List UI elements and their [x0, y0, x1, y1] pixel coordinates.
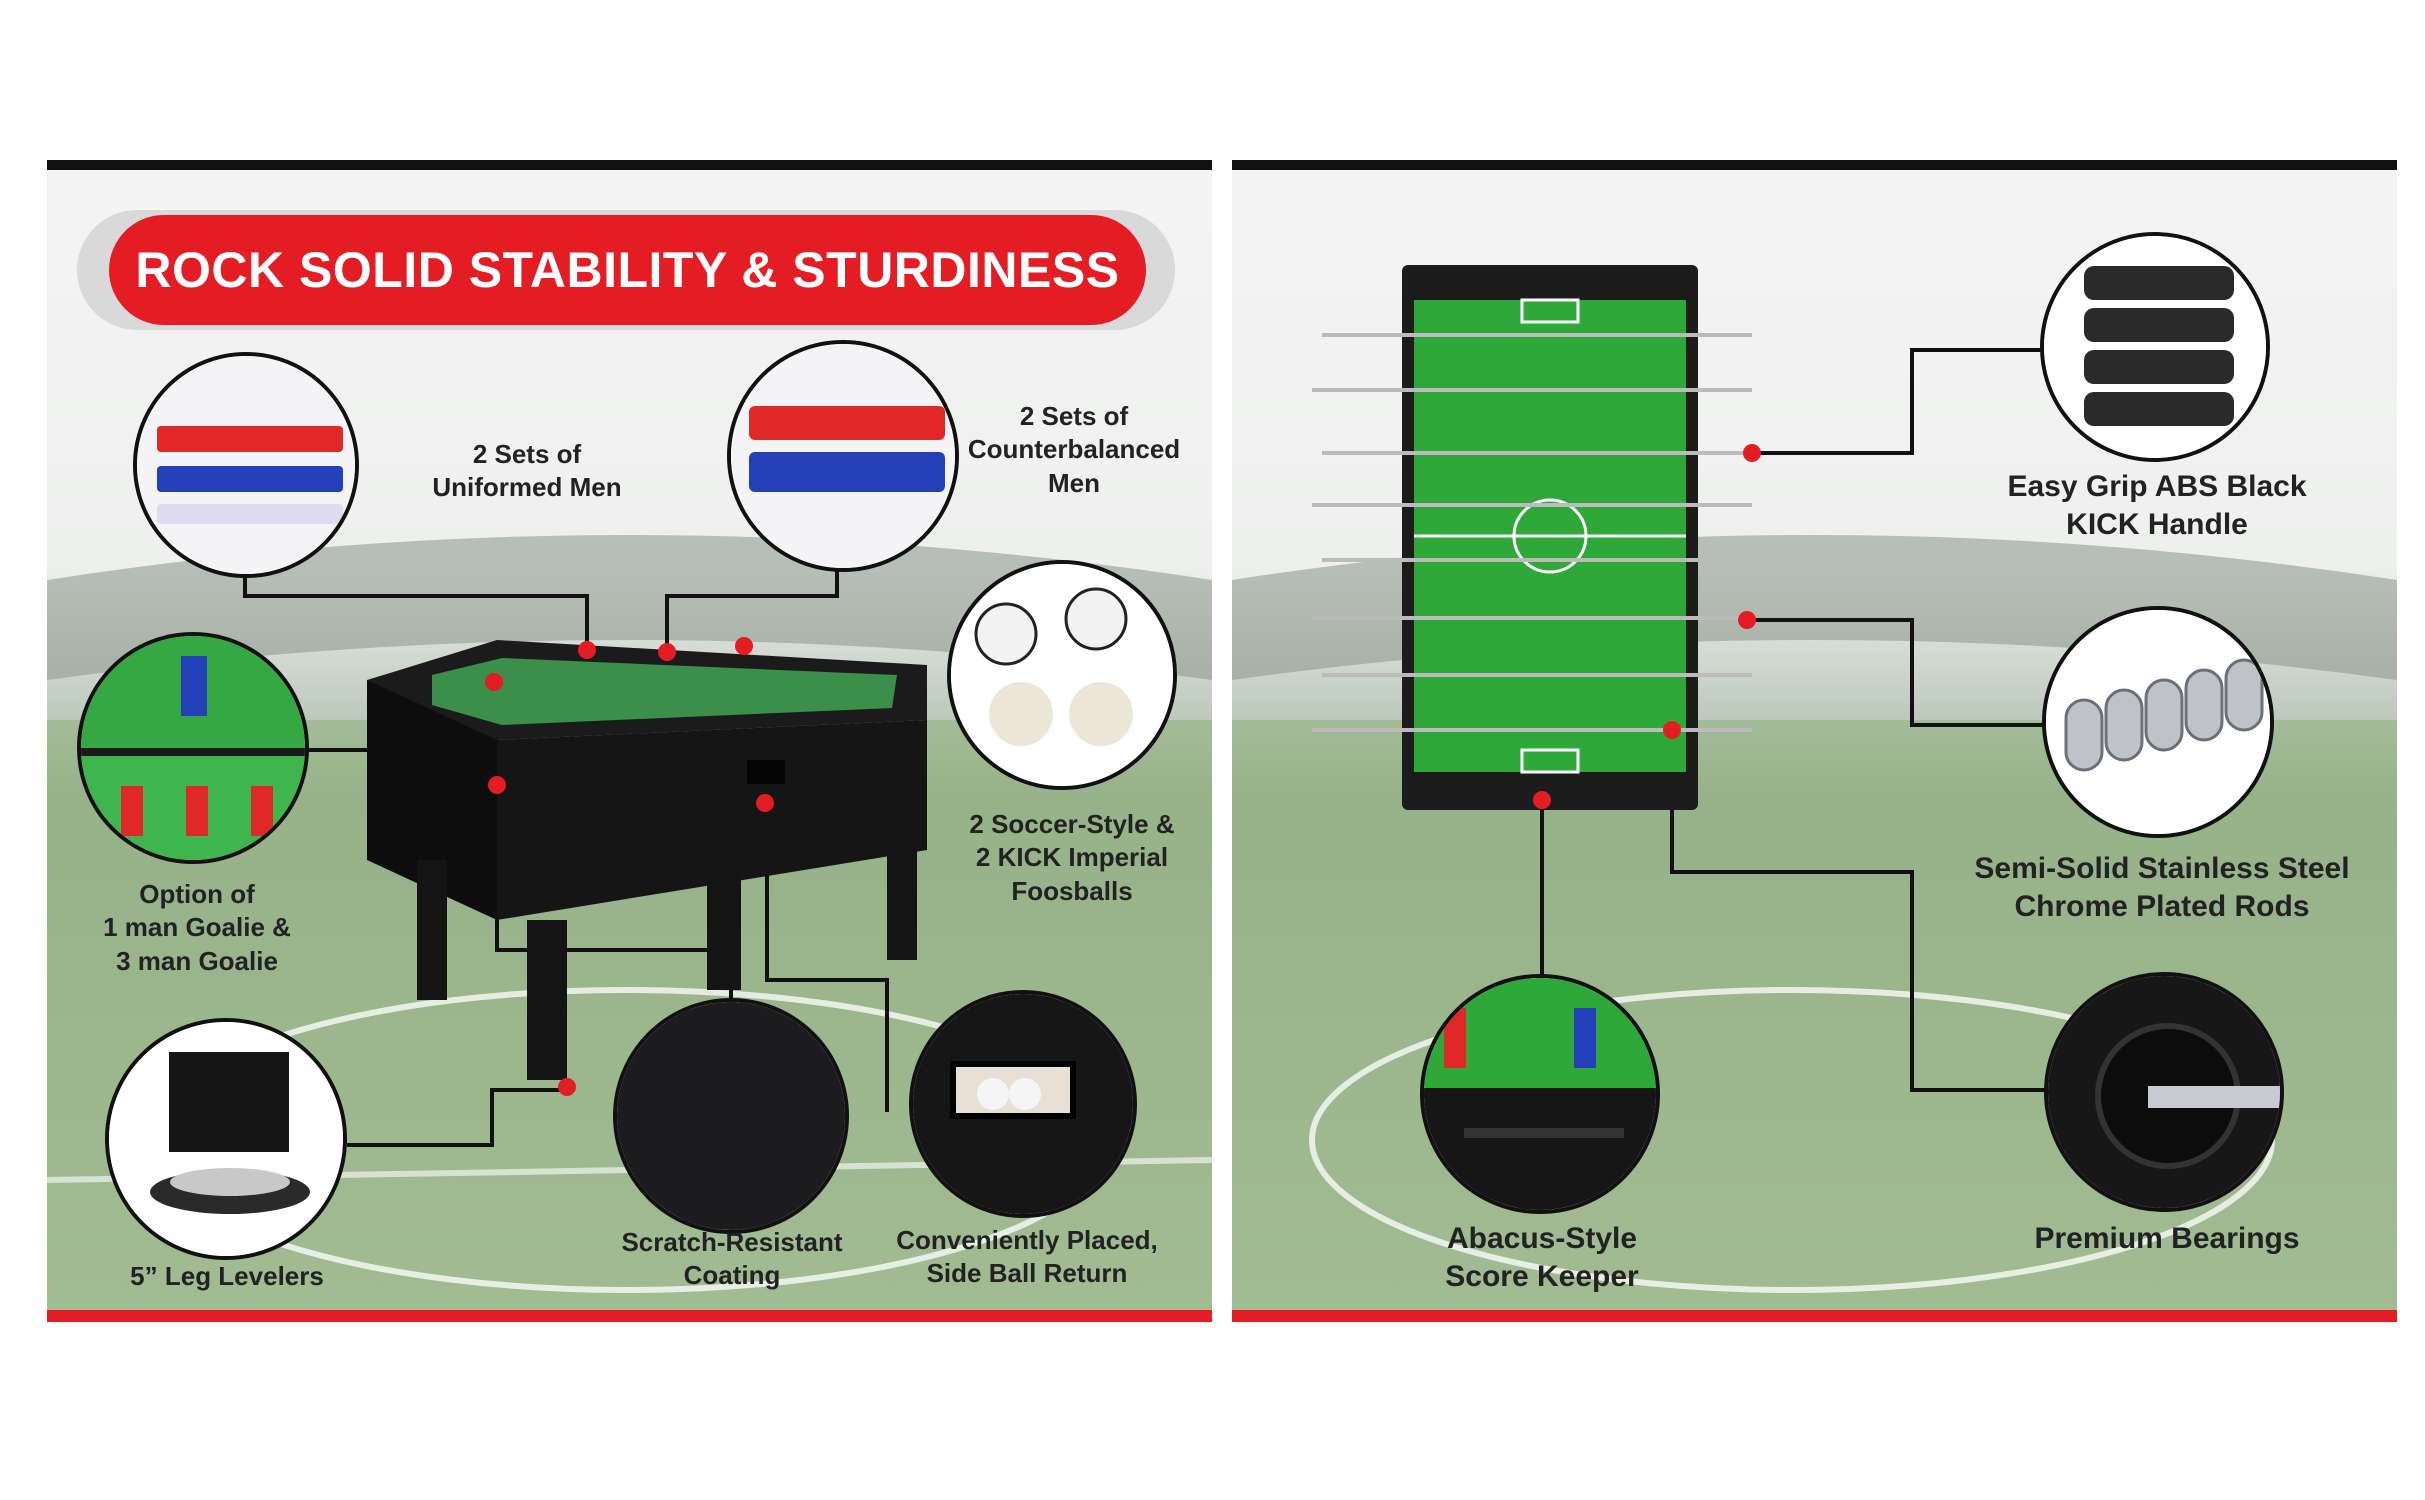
right-connectors-and-table	[1312, 265, 2062, 1092]
top-view-foosball-table	[1312, 265, 1752, 810]
uniformed-men-photo	[133, 352, 359, 578]
kick-handle-label: Easy Grip ABS Black KICK Handle	[2007, 470, 2307, 542]
bearings-label: Premium Bearings	[2034, 1222, 2300, 1255]
score-keeper-photo	[1420, 974, 1660, 1214]
panel-title: ROCK SOLID STABILITY & STURDINESS	[135, 242, 1120, 298]
foosballs-photo	[947, 560, 1177, 790]
counterbalanced-men-label: 2 Sets of Counterbalanced Men	[967, 401, 1181, 498]
ball-return-photo	[909, 990, 1137, 1218]
marker-dot	[1663, 721, 1681, 739]
marker-dot	[485, 673, 503, 691]
goalie-options-photo	[77, 632, 309, 864]
marker-dot	[1743, 444, 1761, 462]
right-feature-panel: Easy Grip ABS Black KICK Handle Semi-Sol…	[1232, 160, 2397, 1322]
goalie-options-label: Option of 1 man Goalie & 3 man Goalie	[103, 879, 291, 976]
marker-dot	[1738, 611, 1756, 629]
counterbalanced-men-photo	[727, 340, 959, 572]
kick-handle-photo	[2040, 232, 2270, 462]
foosballs-label: 2 Soccer-Style & 2 KICK Imperial Foosbal…	[969, 809, 1175, 906]
title-banner: ROCK SOLID STABILITY & STURDINESS	[109, 215, 1146, 325]
chrome-rods-label: Semi-Solid Stainless Steel Chrome Plated…	[1974, 852, 2350, 924]
bottom-accent-bar	[1232, 1310, 2397, 1322]
marker-dot	[735, 637, 753, 655]
ball-return-label: Conveniently Placed, Side Ball Return	[896, 1225, 1158, 1289]
left-connectors-and-table	[243, 570, 927, 1147]
chrome-rods-photo	[2042, 606, 2274, 838]
leg-levelers-label: 5” Leg Levelers	[130, 1261, 324, 1291]
coating-label: Scratch-Resistant Coating	[621, 1227, 843, 1291]
marker-dot	[1533, 791, 1551, 809]
foosball-table-illustration	[367, 640, 927, 1080]
marker-dot	[578, 641, 596, 659]
score-keeper-label: Abacus-Style Score Keeper	[1445, 1222, 1639, 1294]
left-feature-panel: ROCK SOLID STABILITY & STURDINESS	[47, 160, 1212, 1322]
marker-dot	[658, 643, 676, 661]
marker-dot	[488, 776, 506, 794]
uniformed-men-label: 2 Sets of Uniformed Men	[432, 439, 622, 503]
top-divider	[47, 160, 1212, 170]
leg-leveler-photo	[105, 1018, 347, 1260]
marker-dot	[756, 794, 774, 812]
top-divider	[1232, 160, 2397, 170]
coating-photo	[613, 998, 849, 1234]
marker-dot	[558, 1078, 576, 1096]
bottom-accent-bar	[47, 1310, 1212, 1322]
bearings-photo	[2044, 972, 2284, 1212]
